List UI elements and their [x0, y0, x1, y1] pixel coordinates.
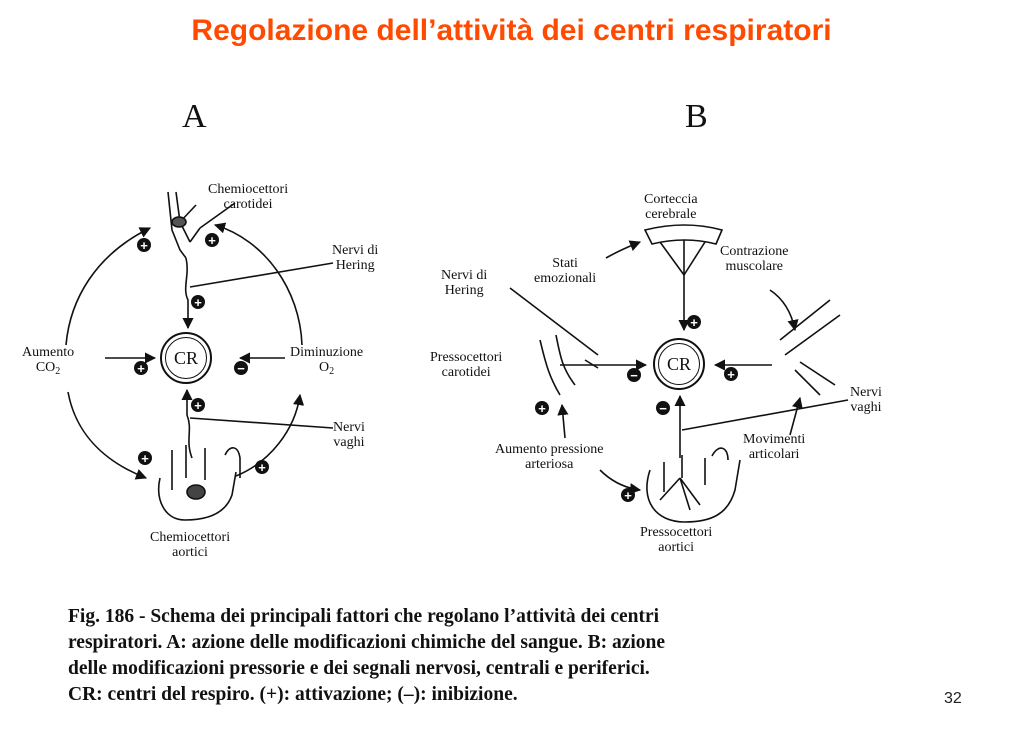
cr-center-b: CR — [653, 338, 705, 390]
a-sign-plus-5: + — [194, 398, 202, 413]
a-label-diminuzione-o2: Diminuzione O2 — [290, 345, 364, 377]
a-loop-bottom-right — [235, 393, 305, 477]
a-sign-plus-3: + — [194, 295, 202, 310]
a-sign-plus-6: + — [141, 451, 149, 466]
a-loop-top-right — [213, 222, 303, 346]
a-hering-nerve — [182, 257, 194, 330]
caption-line: CR: centri del respiro. (+): attivazione… — [68, 684, 518, 705]
a-loop-bottom-left — [67, 391, 148, 480]
a-sign-plus-7: + — [258, 460, 266, 475]
a-sign-plus-4: + — [137, 361, 145, 376]
panel-label-b: B — [685, 98, 708, 135]
b-sign-plus-1: + — [690, 315, 698, 330]
a-sign-plus-2: + — [208, 233, 216, 248]
b-sign-plus-4: + — [624, 488, 632, 503]
respiratory-diagram: + + + + − + + + + − + − + + — [65, 191, 849, 523]
b-sign-minus-2: − — [659, 401, 667, 416]
a-sign-plus-1: + — [140, 238, 148, 253]
a-label-aumento-co2: Aumento CO2 — [22, 345, 75, 377]
cr-center-a: CR — [160, 332, 212, 384]
page-number: 32 — [944, 690, 962, 707]
b-sign-minus-1: − — [630, 368, 638, 383]
caption-line: respiratori. A: azione delle modificazio… — [68, 632, 666, 653]
a-sign-minus-1: − — [237, 361, 245, 376]
slide-title: Regolazione dell’attività dei centri res… — [191, 14, 832, 47]
panel-label-a: A — [182, 98, 207, 135]
caption-line: delle modificazioni pressorie e dei segn… — [68, 658, 650, 679]
b-sign-plus-3: + — [538, 401, 546, 416]
a-loop-top-left — [65, 227, 152, 346]
a-vagus-nerve — [181, 388, 193, 459]
b-sign-plus-2: + — [727, 367, 735, 382]
caption-line: Fig. 186 - Schema dei principali fattori… — [68, 606, 660, 627]
figure-caption: Fig. 186 - Schema dei principali fattori… — [68, 604, 858, 708]
